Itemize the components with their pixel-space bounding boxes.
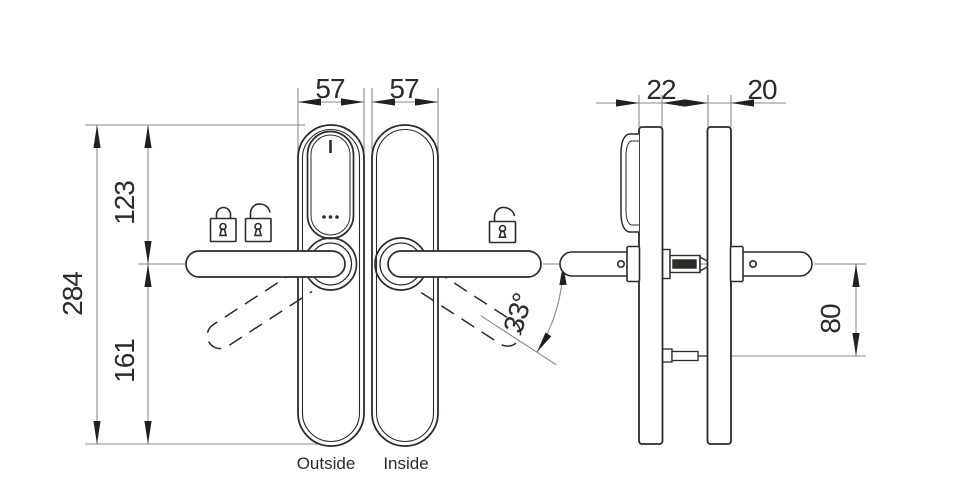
locked-padlock-icon — [209, 206, 237, 243]
label-inside: Inside — [383, 454, 428, 473]
dim-outside-width: 57 — [315, 73, 345, 104]
outside-handle — [185, 250, 346, 278]
outside-handle-rotated — [206, 269, 313, 350]
dimension-texts: 57 57 22 20 284 123 161 80 33° — [57, 73, 846, 383]
set-screw-icon — [616, 259, 625, 268]
label-outside: Outside — [297, 454, 356, 473]
spindle — [661, 248, 709, 280]
outside-handle-side — [559, 245, 641, 283]
dim-handle-to-bottom: 161 — [109, 339, 140, 383]
inside-handle-rotated — [419, 269, 522, 347]
inside-escutcheon — [371, 124, 439, 447]
unlocked-padlock-icon-outside — [244, 203, 272, 243]
side-view — [559, 126, 813, 445]
dim-handle-to-fixing: 80 — [815, 304, 846, 334]
unlocked-padlock-icon-inside — [488, 206, 517, 244]
fixing-bolt — [661, 348, 708, 363]
view-labels: Outside Inside — [297, 454, 429, 473]
dim-top-to-handle: 123 — [109, 181, 140, 225]
dim-inside-thickness: 20 — [747, 74, 777, 105]
inside-handle — [387, 250, 542, 278]
inside-handle-side — [729, 245, 813, 283]
reader-dots-icon — [322, 215, 339, 219]
inside-plate-side — [706, 126, 732, 445]
set-screw-icon — [748, 259, 757, 268]
dimension-arrows — [93, 98, 860, 444]
dim-total-height: 284 — [57, 272, 88, 316]
outside-plate-side — [638, 126, 664, 445]
dim-outside-thickness: 22 — [646, 74, 676, 105]
dim-rotation-angle: 33° — [497, 290, 538, 337]
dim-inside-width: 57 — [389, 73, 419, 104]
reader-bump-side — [620, 133, 639, 233]
